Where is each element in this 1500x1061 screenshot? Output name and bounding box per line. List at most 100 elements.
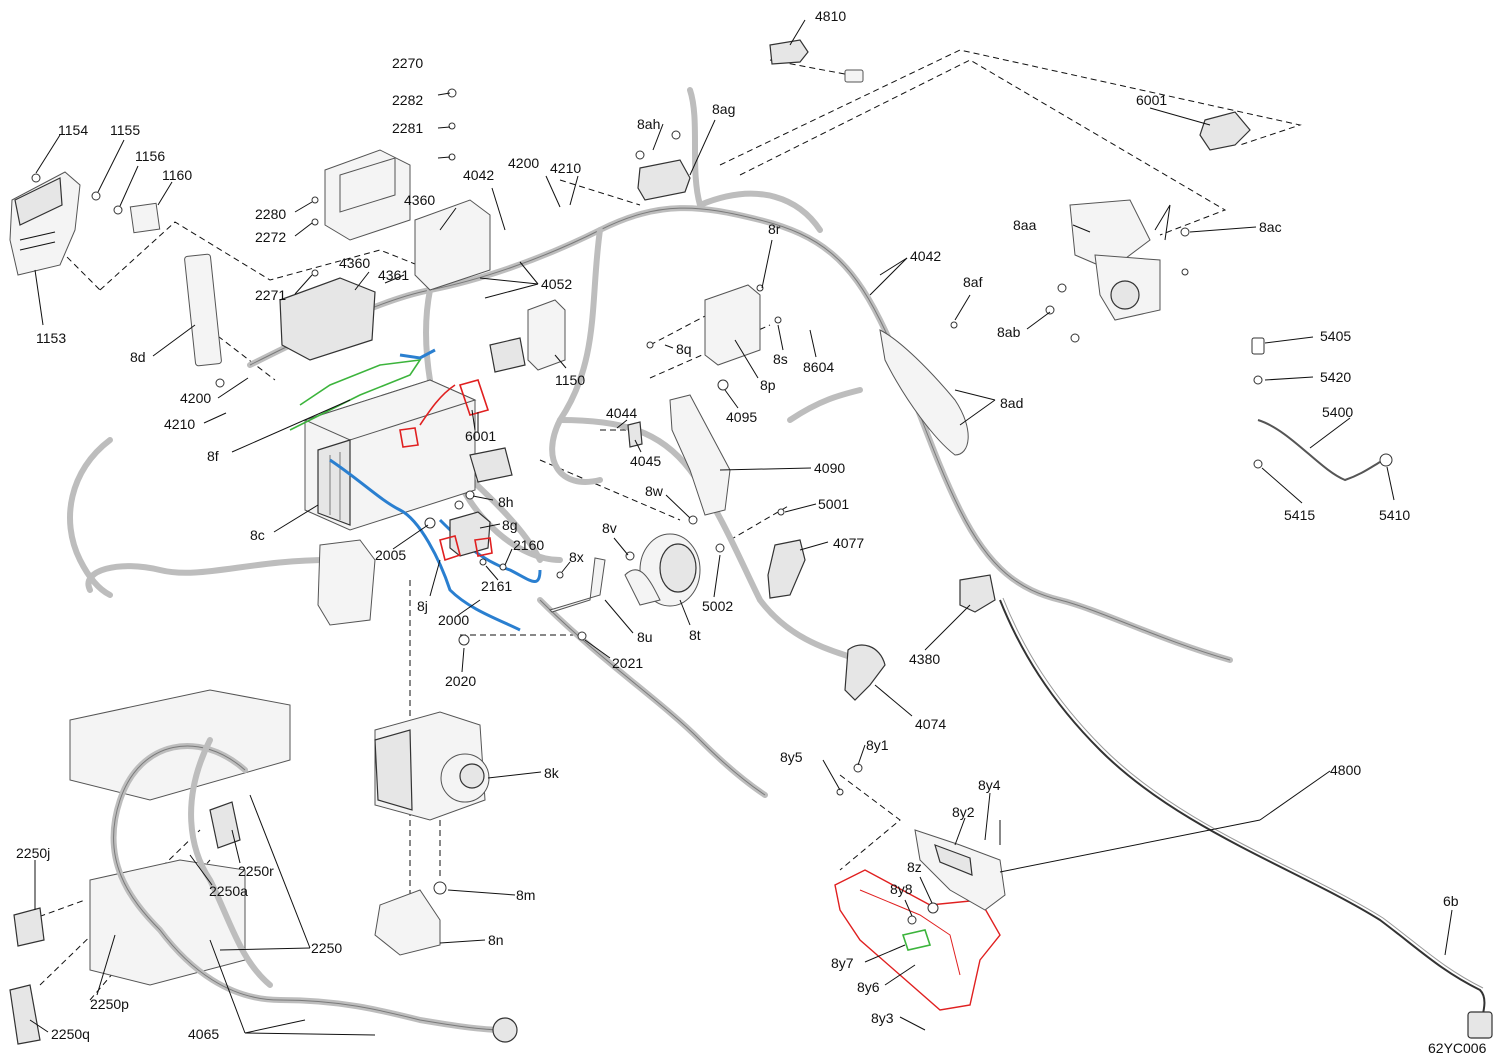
motor-8aa xyxy=(1045,199,1190,343)
callout-8ad: 8ad xyxy=(1000,395,1024,411)
bracket-8y6 xyxy=(834,869,1001,1011)
callout-8s: 8s xyxy=(773,351,788,367)
callout-2250: 2250 xyxy=(311,940,343,956)
callout-5420: 5420 xyxy=(1320,369,1352,385)
callout-8u: 8u xyxy=(637,629,653,645)
callout-5002: 5002 xyxy=(702,598,734,614)
callout-8k: 8k xyxy=(544,765,559,781)
callout-8ag: 8ag xyxy=(712,101,736,117)
callout-4800: 4800 xyxy=(1330,762,1362,778)
callout-4042: 4042 xyxy=(910,248,942,264)
callout-8af: 8af xyxy=(963,274,983,290)
callout-8y8: 8y8 xyxy=(890,881,913,897)
callout-4077: 4077 xyxy=(833,535,865,551)
callout-5400: 5400 xyxy=(1322,404,1354,420)
callout-8604: 8604 xyxy=(803,359,835,375)
callout-2000: 2000 xyxy=(438,612,470,628)
callout-8ab: 8ab xyxy=(997,324,1021,340)
callout-2270: 2270 xyxy=(392,55,424,71)
callout-4090: 4090 xyxy=(814,460,846,476)
callout-1150: 1150 xyxy=(555,372,586,388)
callout-1154: 1154 xyxy=(58,122,89,138)
callout-8q: 8q xyxy=(676,341,692,357)
main-wiring-harness xyxy=(67,87,1233,798)
callout-4810: 4810 xyxy=(815,8,847,24)
callout-1160: 1160 xyxy=(162,167,193,183)
callout-8y6: 8y6 xyxy=(857,979,880,995)
callout-2005: 2005 xyxy=(375,547,407,563)
callout-4210: 4210 xyxy=(550,160,582,176)
callout-4095: 4095 xyxy=(726,409,758,425)
callout-8y3: 8y3 xyxy=(871,1010,894,1026)
callout-8f: 8f xyxy=(207,448,219,464)
callout-4042: 4042 xyxy=(463,167,495,183)
callout-2021: 2021 xyxy=(612,655,644,671)
callout-8n: 8n xyxy=(488,932,504,948)
abs-unit-8k xyxy=(374,711,490,956)
callout-2280: 2280 xyxy=(255,206,287,222)
callout-2272: 2272 xyxy=(255,229,287,245)
callout-8m: 8m xyxy=(516,887,536,903)
callout-2271: 2271 xyxy=(255,287,287,303)
leader-lines xyxy=(29,19,1453,1036)
callout-1155: 1155 xyxy=(110,122,141,138)
callout-4052: 4052 xyxy=(541,276,573,292)
callout-8v: 8v xyxy=(602,520,617,536)
control-modules xyxy=(317,39,1251,701)
callout-4210: 4210 xyxy=(164,416,196,432)
callout-4360: 4360 xyxy=(339,255,371,271)
horn-8t xyxy=(549,533,701,613)
callout-8g: 8g xyxy=(502,517,518,533)
callout-8c: 8c xyxy=(250,527,265,543)
callout-2250p: 2250p xyxy=(90,996,129,1012)
cable-4800 xyxy=(999,597,1493,1039)
ground-cable-5400 xyxy=(1251,337,1393,482)
callout-6b: 6b xyxy=(1443,893,1459,909)
callout-8t: 8t xyxy=(689,627,701,643)
callout-8y1: 8y1 xyxy=(866,737,889,753)
callout-8ac: 8ac xyxy=(1259,219,1282,235)
callout-2161: 2161 xyxy=(481,578,513,594)
callout-4200: 4200 xyxy=(508,155,540,171)
callout-6001: 6001 xyxy=(1136,92,1168,108)
callout-8x: 8x xyxy=(569,549,584,565)
callout-8y2: 8y2 xyxy=(952,804,975,820)
callout-8r: 8r xyxy=(768,221,781,237)
callout-4380: 4380 xyxy=(909,651,941,667)
callout-8ah: 8ah xyxy=(637,116,661,132)
callout-8aa: 8aa xyxy=(1013,217,1037,233)
callout-5001: 5001 xyxy=(818,496,850,512)
callout-2282: 2282 xyxy=(392,92,424,108)
callout-8w: 8w xyxy=(645,483,663,499)
callout-8p: 8p xyxy=(760,377,776,393)
callout-8d: 8d xyxy=(130,349,146,365)
callout-1156: 1156 xyxy=(135,148,166,164)
callout-5415: 5415 xyxy=(1284,507,1316,523)
fuse-box xyxy=(184,149,491,367)
callout-2250a: 2250a xyxy=(209,883,248,899)
hardware-fasteners xyxy=(215,88,958,646)
callout-2160: 2160 xyxy=(513,537,545,553)
callout-4074: 4074 xyxy=(915,716,947,732)
relay-box-1153 xyxy=(9,171,161,276)
callout-4044: 4044 xyxy=(606,405,638,421)
relay-8g xyxy=(424,490,507,571)
battery-harness-2250 xyxy=(9,689,518,1045)
callout-8h: 8h xyxy=(498,494,514,510)
callout-4200: 4200 xyxy=(180,390,212,406)
callout-2250j: 2250j xyxy=(16,845,51,861)
callout-4361: 4361 xyxy=(378,267,410,283)
callout-4065: 4065 xyxy=(188,1026,220,1042)
callout-5410: 5410 xyxy=(1379,507,1411,523)
callout-8y7: 8y7 xyxy=(831,955,854,971)
callout-2281: 2281 xyxy=(392,120,424,136)
callout-2250q: 2250q xyxy=(51,1026,90,1042)
callout-5405: 5405 xyxy=(1320,328,1352,344)
callout-8y4: 8y4 xyxy=(978,777,1001,793)
callout-4360: 4360 xyxy=(404,192,436,208)
callout-6001: 6001 xyxy=(465,428,497,444)
callout-8z: 8z xyxy=(907,859,922,875)
battery-8c xyxy=(289,348,542,632)
callout-2020: 2020 xyxy=(445,673,477,689)
